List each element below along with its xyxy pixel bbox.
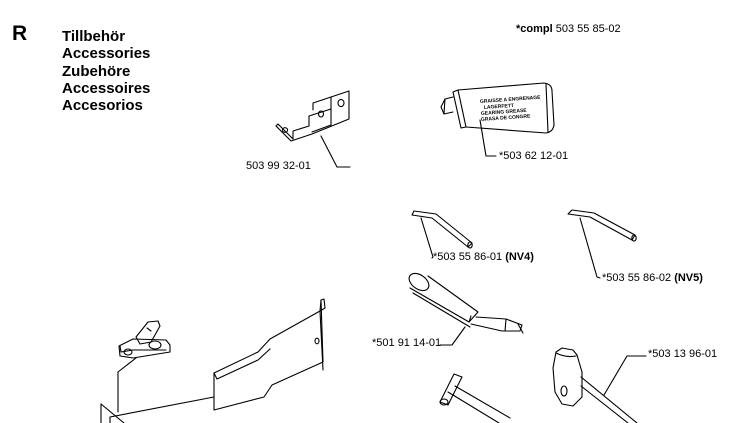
svg-text:LAGERFETT: LAGERFETT [484,103,514,111]
label-hex-key-nv4-number: *503 55 86-01 [433,251,503,263]
bracket-drawing [275,90,351,168]
title-line-english: Accessories [62,45,151,63]
leader-lines-lower-left [100,357,215,423]
chain-guard-drawing [213,298,326,411]
label-bracket: 503 99 32-01 [246,160,311,172]
compl-prefix: *compl [516,23,553,35]
svg-text:GEARING GREASE: GEARING GREASE [481,108,528,117]
label-hex-key-nv5: *503 55 86-02 (NV5) [602,272,703,284]
label-hex-key-nv5-number: *503 55 86-02 [602,272,672,284]
title-line-swedish: Tillbehör [62,28,126,45]
title-line-german: Zubehöre [62,62,131,80]
label-hex-key-nv4: *503 55 86-01 (NV4) [433,251,534,263]
grease-gun-drawing [408,272,524,346]
title-line-spanish: Accesorios [62,97,143,115]
clip-drawing [118,320,171,359]
hex-key-nv5-drawing [567,209,637,279]
label-hex-key-nv4-suffix: (NV4) [505,251,534,263]
label-grease-tube: *503 62 12-01 [499,150,569,162]
combi-wrench-drawing [552,347,647,423]
t-wrench-drawing [439,373,511,423]
label-hex-key-nv5-suffix: (NV5) [674,272,703,284]
grease-tube-text: GRAISSE A ENGRENAGE LAGERFETT GEARING GR… [480,95,542,123]
hex-key-nv4-drawing [411,210,473,259]
label-grease-gun: *501 91 14-01 [372,337,442,349]
svg-text:GRAISSE A ENGRENAGE: GRAISSE A ENGRENAGE [480,95,542,105]
svg-text:GRASA DE CONGRE: GRASA DE CONGRE [481,114,532,123]
compl-number: 503 55 85-02 [555,23,621,35]
section-letter: R [12,22,28,45]
title-line-french: Accessoires [62,79,151,97]
title-block: Tillbehör Accessories Zubehöre Accessoir… [62,28,150,114]
compl-note: *compl 503 55 85-02 [516,23,621,35]
grease-tube-drawing [440,82,555,157]
label-combi-wrench: *503 13 96-01 [648,348,718,360]
